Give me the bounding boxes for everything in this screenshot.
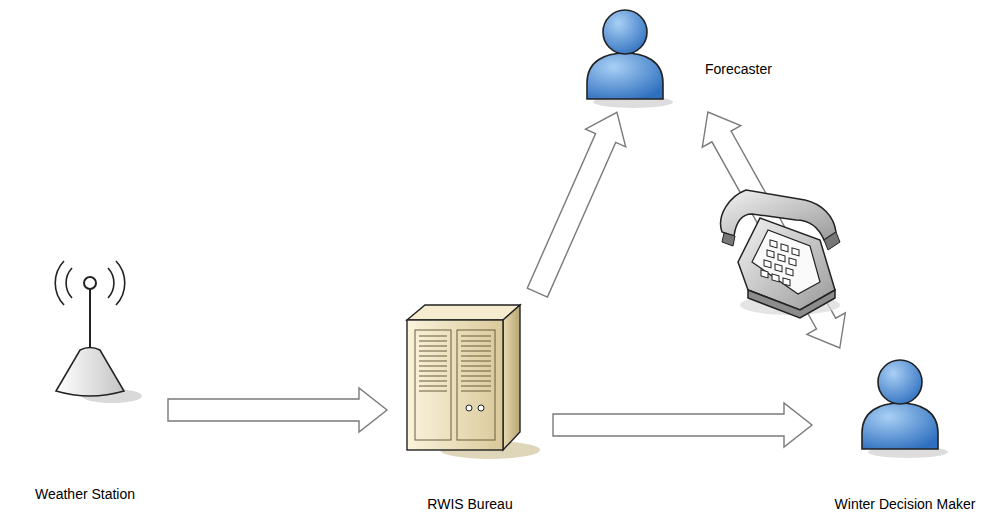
node-label: Weather Station [35, 486, 135, 503]
rwis-server: RWIS Bureau [395, 300, 545, 515]
block-arrow [702, 112, 845, 348]
node-label: Winter Decision Maker [835, 496, 976, 513]
decision-maker-person: Winter Decision Maker [820, 355, 995, 515]
node-label: RWIS Bureau [427, 496, 512, 513]
station-icon [20, 255, 160, 405]
person-icon [850, 355, 950, 455]
block-arrow [527, 112, 625, 297]
server-icon [395, 300, 545, 460]
person-icon [575, 5, 675, 105]
node-label: Forecaster [705, 61, 772, 78]
block-arrow [168, 388, 387, 432]
weather-station: Weather Station [20, 255, 160, 515]
forecaster-person: Forecaster [575, 5, 805, 105]
block-arrow [553, 403, 812, 447]
